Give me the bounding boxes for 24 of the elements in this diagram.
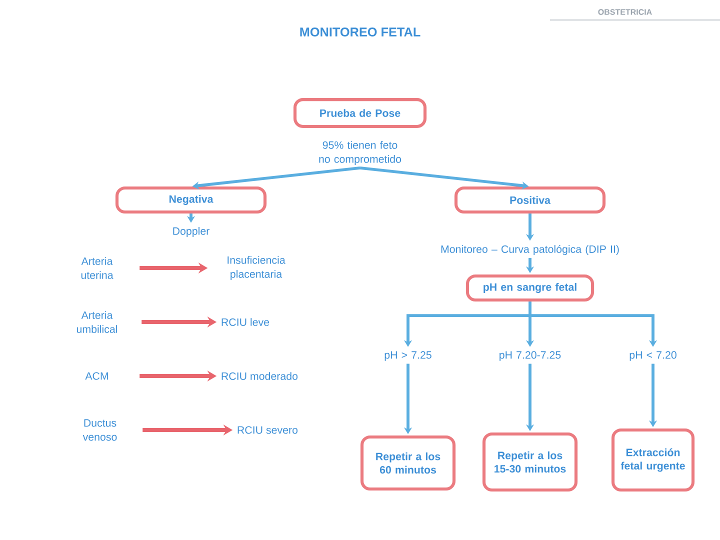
ph-text: pH < 7.20: [630, 351, 676, 361]
result-box: Negativa: [115, 186, 267, 214]
ph-text: pH > 7.25: [384, 351, 432, 361]
finding-text: Insuficiencia placentaria: [228, 256, 286, 280]
result-box: Positiva: [454, 186, 606, 214]
header-text: OBSTETRICIA: [598, 9, 652, 15]
note-text: 95% tienen feto no comprometido: [319, 141, 402, 165]
outcome-box: Extracción fetal urgente: [611, 428, 695, 492]
vessel-text: Arteria umbilical: [76, 311, 118, 333]
title: MONITOREO FETAL: [300, 28, 420, 36]
outcome-box: Repetir a los 15-30 minutos: [482, 432, 578, 492]
vessel-text: Arteria uterina: [81, 257, 114, 279]
test-box: pH en sangre fetal: [466, 274, 594, 302]
finding-text: RCIU moderado: [222, 372, 298, 380]
vessel-text: Ductus venoso: [82, 419, 117, 441]
test-box: Prueba de Pose: [293, 98, 427, 128]
ph-text: pH 7.20-7.25: [500, 351, 561, 361]
finding-text: RCIU leve: [222, 318, 270, 326]
finding-text: RCIU severo: [238, 426, 298, 434]
outcome-box: Repetir a los 60 minutos: [360, 435, 456, 491]
connector-line: [528, 302, 532, 316]
vessel-text: ACM: [85, 372, 108, 380]
step-text: Monitoreo – Curva patológica (DIP II): [441, 244, 619, 256]
step-text: Doppler: [173, 227, 210, 237]
